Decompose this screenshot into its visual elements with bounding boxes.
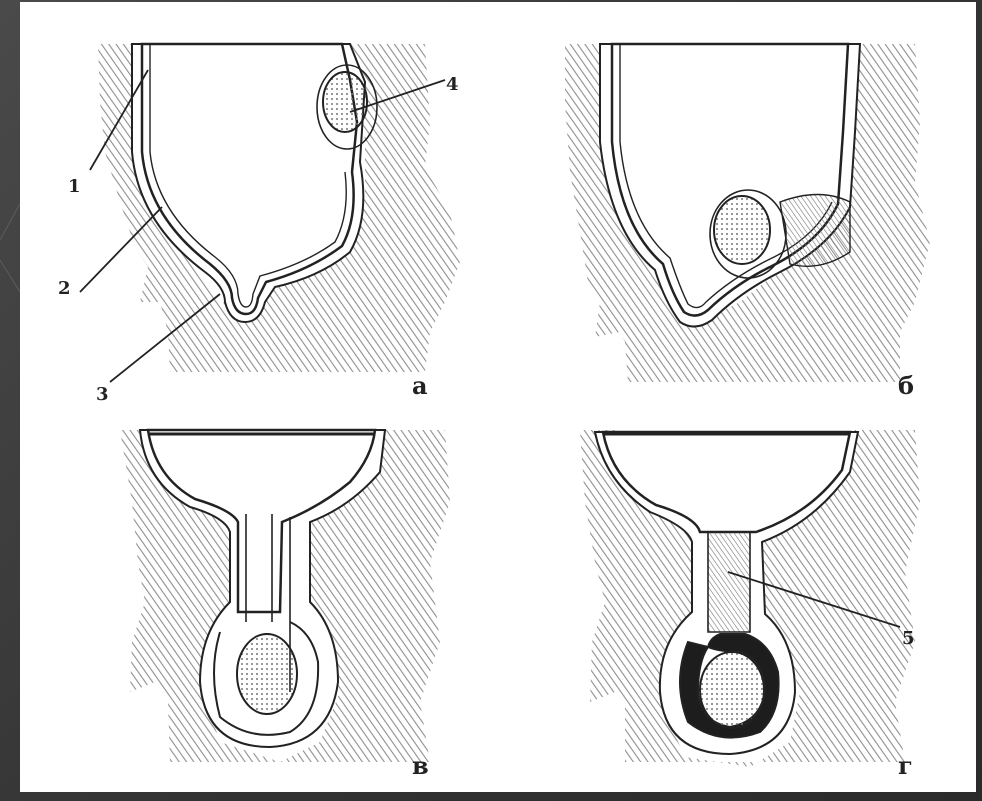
testis-shape [700, 652, 764, 728]
callout-4-label: 4 [446, 74, 459, 95]
hernia-diagram: 1 2 3 4 а б в [20, 2, 976, 792]
obliterated-process [708, 532, 750, 632]
panel-a: 1 2 3 4 а [58, 44, 460, 405]
callout-3-label: 3 [96, 384, 109, 405]
canal-hatch [780, 195, 850, 267]
callout-5-label: 5 [902, 628, 915, 649]
testis-shape [237, 634, 297, 714]
panel-b-letter: б [898, 371, 914, 400]
panel-a-letter: а [412, 371, 428, 400]
panel-g-letter: г [898, 751, 913, 780]
decor-line [0, 260, 22, 295]
panel-b: б [565, 44, 930, 400]
panel-v-letter: в [412, 751, 429, 780]
panel-v: в [120, 430, 450, 780]
callout-2-label: 2 [58, 278, 71, 299]
testis-shape [323, 72, 367, 132]
decor-line [0, 200, 22, 240]
panel-g: 5 г [580, 430, 920, 780]
testis-shape [714, 196, 770, 264]
callout-1-label: 1 [68, 176, 81, 197]
figure-card: 1 2 3 4 а б в [20, 2, 976, 792]
